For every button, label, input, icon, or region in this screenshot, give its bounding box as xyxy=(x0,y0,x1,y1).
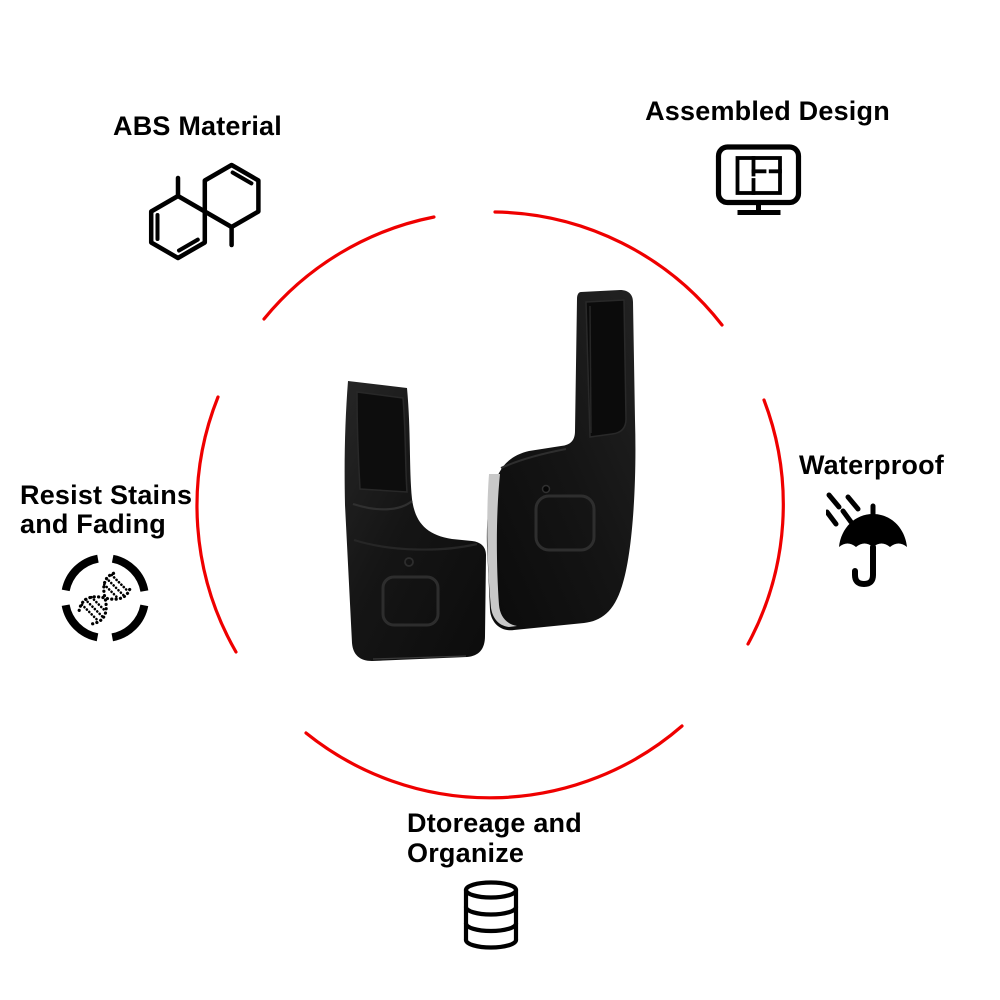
resist-stains-line1: Resist Stains xyxy=(20,480,193,510)
feature-label-abs-material: ABS Material xyxy=(113,111,282,141)
feature-label-assembled-design: Assembled Design xyxy=(645,96,890,126)
right-bracket-highlight xyxy=(487,474,517,627)
feature-label-waterproof: Waterproof xyxy=(799,450,944,480)
storage-line1: Dtoreage and xyxy=(407,808,582,838)
left-bracket-piece xyxy=(344,381,486,661)
rain-drops xyxy=(826,492,861,527)
umbrella-rain-icon xyxy=(826,492,907,588)
right-bracket-piece xyxy=(486,290,636,631)
molecule-icon xyxy=(148,162,261,261)
red-circle-arcs xyxy=(195,210,785,800)
right-bracket-emboss xyxy=(534,494,596,552)
dna-dashed-circle-icon xyxy=(61,554,149,642)
feature-label-resist-stains: Resist Stains and Fading xyxy=(20,481,220,539)
left-bracket-emboss xyxy=(381,575,440,627)
database-icon xyxy=(463,880,519,950)
feature-label-storage-organize: Dtoreage and Organize xyxy=(407,808,627,868)
monitor-floorplan-icon xyxy=(715,144,802,215)
storage-line2: Organize xyxy=(407,838,525,868)
resist-stains-line2: and Fading xyxy=(20,509,166,539)
product-photo-black-brackets xyxy=(344,290,636,661)
